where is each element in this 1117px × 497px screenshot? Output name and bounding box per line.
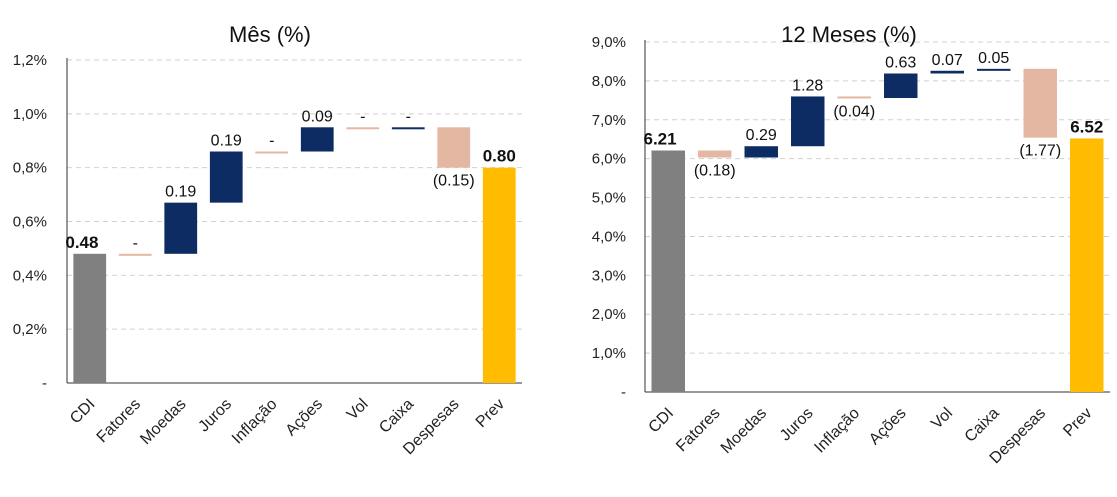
ytd-data-label-5: 0.63 (885, 55, 916, 72)
month-ytick-label: 1,2% (13, 52, 47, 69)
ytd-bar-0 (651, 150, 685, 392)
month-data-label-7: - (406, 108, 411, 125)
ytd-category-label-9: Prev (1060, 405, 1095, 440)
month-bar-8 (437, 127, 471, 168)
ytd-category-label-0: CDI (646, 405, 678, 437)
ytd-ytick-label: 2,0% (592, 306, 626, 323)
ytd-ytick-label: 6,0% (592, 151, 626, 168)
ytd-ytick-label: 3,0% (592, 267, 626, 284)
month-bar-6 (346, 127, 380, 130)
month-category-label-4: Inflação (229, 396, 281, 448)
ytd-data-label-4: (0.04) (833, 103, 875, 120)
ytd-category-label-1: Fatores (673, 405, 723, 455)
month-data-label-3: 0.19 (211, 133, 242, 150)
month-ytick-label: 0,6% (13, 214, 47, 231)
ytd-ytick-label: 8,0% (592, 73, 626, 90)
month-data-label-8: (0.15) (433, 173, 475, 190)
month-data-label-9: 0.80 (483, 147, 516, 166)
ytd-data-label-3: 1.28 (792, 77, 823, 94)
month-category-label-6: Vol (344, 396, 372, 424)
ytd-data-label-2: 0.29 (746, 127, 777, 144)
ytd-ytick-label: 1,0% (592, 345, 626, 362)
month-data-label-0: 0.48 (65, 233, 98, 252)
ytd-category-label-3: Juros (777, 405, 817, 445)
ytd-bar-1 (698, 150, 732, 158)
ytd-data-label-8: (1.77) (1019, 143, 1061, 160)
ytd-category-label-2: Moedas (718, 405, 770, 457)
chart-12-months-svg: - 1,0% 2,0% 3,0% 4,0% 5,0% 6,0% 7,0% 8,0% 9,0% 12 … (592, 22, 1110, 467)
ytd-bar-5 (884, 73, 918, 98)
month-category-label-2: Moedas (137, 396, 189, 448)
month-bar-0 (73, 253, 107, 383)
ytd-ytick-label: - (621, 384, 626, 401)
ytd-category-label-4: Inflação (811, 405, 863, 457)
ytd-bar-3 (791, 96, 825, 147)
month-category-label-3: Juros (195, 396, 235, 436)
ytd-ytick-label: 5,0% (592, 190, 626, 207)
month-bar-1 (118, 253, 152, 256)
ytd-ytick-label: 4,0% (592, 228, 626, 245)
ytd-data-label-1: (0.18) (694, 163, 736, 180)
ytd-ytick-label: 7,0% (592, 112, 626, 129)
ytd-data-label-7: 0.05 (978, 50, 1009, 67)
month-bar-4 (255, 151, 289, 154)
ytd-bar-4 (837, 96, 871, 99)
ytd-ytick-label: 9,0% (592, 34, 626, 51)
month-data-label-5: 0.09 (302, 108, 333, 125)
ytd-bar-7 (977, 68, 1011, 71)
month-data-label-1: - (133, 235, 138, 252)
ytd-bar-2 (744, 146, 778, 158)
ytd-category-label-5: Ações (866, 405, 909, 448)
month-bar-9 (482, 167, 516, 383)
ytd-bar-8 (1023, 68, 1057, 138)
ytd-data-label-6: 0.07 (932, 52, 963, 69)
ytd-category-label-7: Caixa (962, 405, 1003, 446)
ytd-chart-title: 12 Meses (%) (781, 22, 917, 47)
month-bar-2 (164, 202, 198, 254)
ytd-category-label-6: Vol (928, 405, 956, 433)
month-ytick-label: 0,4% (13, 267, 47, 284)
month-ytick-label: - (42, 375, 47, 392)
month-category-label-0: CDI (67, 396, 99, 428)
month-bar-5 (300, 127, 334, 152)
month-ytick-label: 1,0% (13, 106, 47, 123)
month-ytick-label: 0,2% (13, 321, 47, 338)
month-ytick-label: 0,8% (13, 160, 47, 177)
ytd-bar-6 (930, 70, 964, 74)
month-category-label-9: Prev (473, 396, 508, 431)
month-chart-title: Mês (%) (229, 22, 311, 47)
month-bar-7 (391, 127, 425, 130)
month-category-label-1: Fatores (94, 396, 144, 446)
month-data-label-2: 0.19 (165, 184, 196, 201)
month-bar-3 (209, 151, 243, 203)
month-data-label-4: - (269, 133, 274, 150)
month-category-label-7: Caixa (376, 396, 417, 437)
ytd-bar-9 (1070, 138, 1104, 392)
ytd-data-label-0: 6.21 (644, 130, 677, 149)
ytd-data-label-9: 6.52 (1070, 117, 1103, 136)
month-data-label-6: - (360, 108, 365, 125)
month-category-label-5: Ações (283, 396, 326, 439)
chart-12-months: - 1,0% 2,0% 3,0% 4,0% 5,0% 6,0% 7,0% 8,0% 9,0% 12 … (562, 0, 1117, 497)
